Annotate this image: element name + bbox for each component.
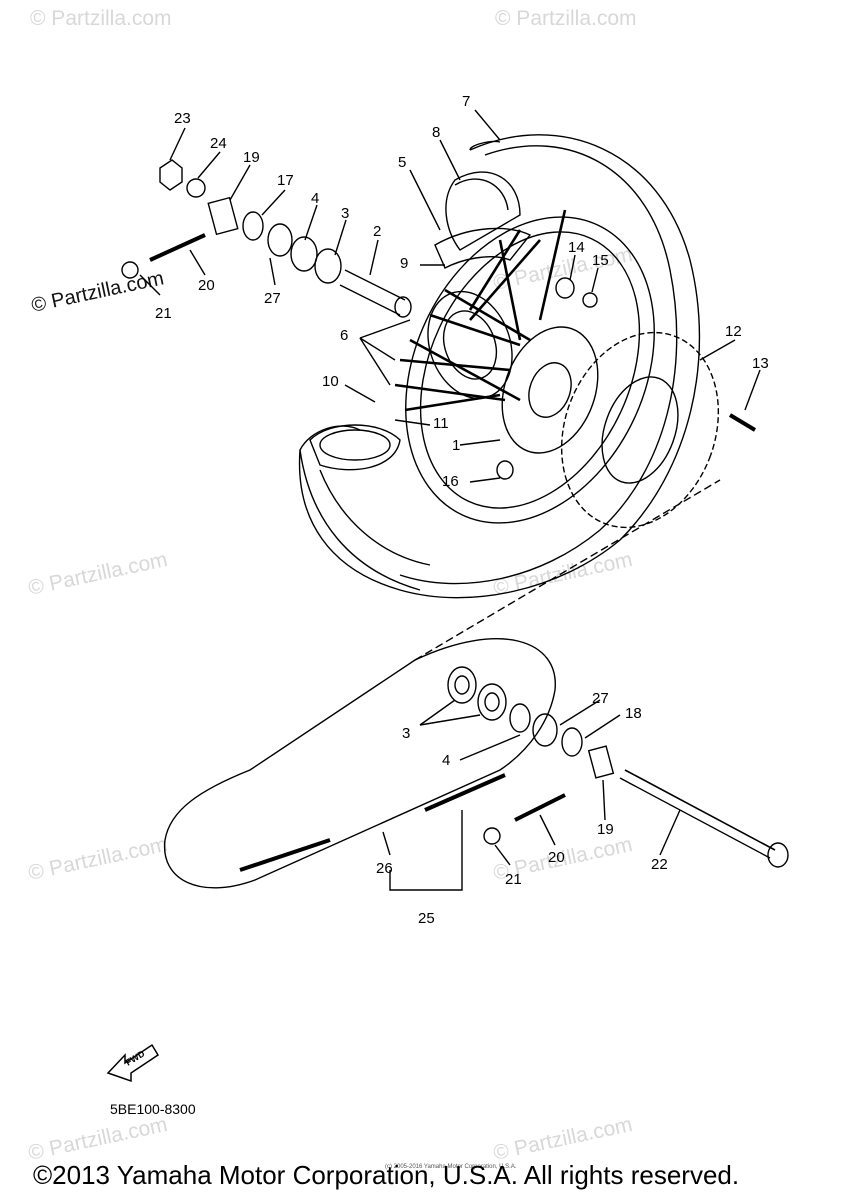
callout-20-lower: 20	[548, 849, 565, 866]
watermark: © Partzilla.com	[26, 1113, 169, 1165]
callout-6: 6	[340, 327, 348, 344]
watermark-group: © Partzilla.com © Partzilla.com © Partzi…	[26, 7, 636, 1165]
callout-19: 19	[243, 149, 260, 166]
callout-21: 21	[155, 305, 172, 322]
callout-10: 10	[322, 373, 339, 390]
callout-24: 24	[210, 135, 227, 152]
line-art	[121, 109, 789, 891]
callout-27-lower: 27	[592, 690, 609, 707]
callout-21-lower: 21	[505, 871, 522, 888]
callout-7: 7	[462, 93, 470, 110]
callout-8: 8	[432, 124, 440, 141]
callout-16: 16	[442, 473, 459, 490]
callout-20: 20	[198, 277, 215, 294]
watermark: © Partzilla.com	[495, 7, 637, 30]
callout-11: 11	[433, 415, 449, 432]
callout-17: 17	[277, 172, 294, 189]
watermark: © Partzilla.com	[26, 833, 169, 885]
callout-12: 12	[725, 323, 742, 340]
tire	[298, 134, 701, 599]
callout-26: 26	[376, 860, 393, 877]
callout-25: 25	[418, 910, 435, 927]
fwd-arrow-icon: FWD	[106, 1043, 160, 1083]
sprocket	[560, 331, 720, 529]
callout-4-lower: 4	[442, 752, 450, 769]
hub-flange	[501, 326, 599, 454]
tube	[445, 171, 521, 251]
callout-15: 15	[592, 252, 609, 269]
callout-18: 18	[625, 705, 642, 722]
axle	[624, 769, 776, 851]
callout-19-lower: 19	[597, 821, 614, 838]
watermark: © Partzilla.com	[491, 243, 634, 295]
callout-22: 22	[651, 856, 668, 873]
callout-labels: 7 8 5 9 23 24 19 17 4 3 2 20 27 21 14 15…	[155, 93, 769, 927]
rim-band	[434, 227, 532, 269]
watermark: © Partzilla.com	[30, 7, 172, 30]
callout-5: 5	[398, 154, 406, 171]
callout-27: 27	[264, 290, 281, 307]
callout-13: 13	[752, 355, 769, 372]
callout-14: 14	[568, 239, 585, 256]
fine-print: (c) 2005-2016 Yamaha Motor Corporation, …	[385, 1164, 517, 1170]
copyright-notice: ©2013 Yamaha Motor Corporation, U.S.A. A…	[33, 1160, 740, 1190]
callout-23: 23	[174, 110, 191, 127]
callout-2: 2	[373, 223, 381, 240]
callout-3-lower: 3	[402, 725, 410, 742]
diagram-code: 5BE100-8300	[110, 1101, 196, 1117]
watermark: © Partzilla.com	[26, 548, 169, 600]
callout-3: 3	[341, 205, 349, 222]
chain	[163, 638, 556, 889]
callout-4: 4	[311, 190, 319, 207]
watermark: © Partzilla.com	[491, 1113, 634, 1165]
watermark-dark: © Partzilla.com	[29, 267, 165, 317]
callout-9: 9	[400, 255, 408, 272]
rim	[405, 216, 655, 524]
callout-1: 1	[452, 437, 460, 454]
